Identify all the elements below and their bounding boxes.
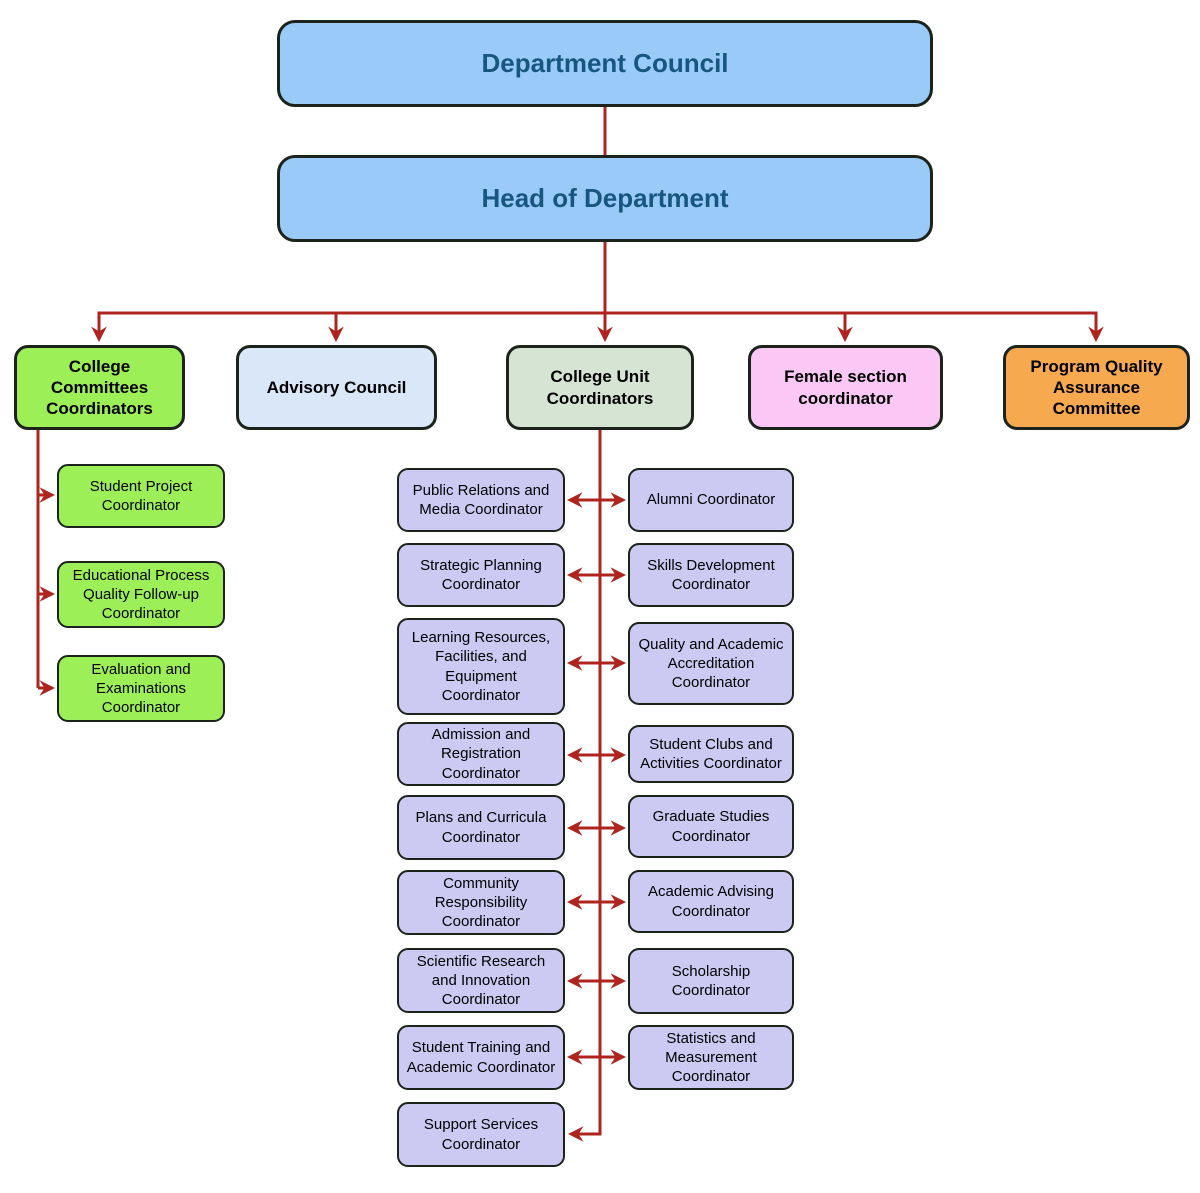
- node-learning-resources-facilities-equipment-coordinator: Learning Resources, Facilities, and Equi…: [397, 618, 565, 715]
- node-college-committees-coordinators: College Committees Coordinators: [14, 345, 185, 430]
- node-admission-and-registration-coordinator: Admission and Registration Coordinator: [397, 722, 565, 786]
- node-community-responsibility-coordinator: Community Responsibility Coordinator: [397, 870, 565, 935]
- node-college-unit-coordinators: College Unit Coordinators: [506, 345, 694, 430]
- node-advisory-council: Advisory Council: [236, 345, 437, 430]
- node-scholarship-coordinator: Scholarship Coordinator: [628, 948, 794, 1014]
- edge-unit-trunk: [567, 430, 602, 1142]
- node-support-services-coordinator: Support Services Coordinator: [397, 1102, 565, 1167]
- node-statistics-and-measurement-coordinator: Statistics and Measurement Coordinator: [628, 1025, 794, 1090]
- node-strategic-planning-coordinator: Strategic Planning Coordinator: [397, 543, 565, 607]
- node-educational-process-quality-follow-up-coordinator: Educational Process Quality Follow-up Co…: [57, 561, 225, 628]
- node-student-training-and-academic-coordinator: Student Training and Academic Coordinato…: [397, 1025, 565, 1090]
- node-quality-and-academic-accreditation-coordinator: Quality and Academic Accreditation Coord…: [628, 622, 794, 705]
- node-plans-and-curricula-coordinator: Plans and Curricula Coordinator: [397, 795, 565, 860]
- node-department-council: Department Council: [277, 20, 933, 107]
- node-alumni-coordinator: Alumni Coordinator: [628, 468, 794, 532]
- node-skills-development-coordinator: Skills Development Coordinator: [628, 543, 794, 607]
- node-head-of-department: Head of Department: [277, 155, 933, 242]
- node-scientific-research-and-innovation-coordinator: Scientific Research and Innovation Coord…: [397, 948, 565, 1013]
- node-program-quality-assurance-committee: Program Quality Assurance Committee: [1003, 345, 1190, 430]
- node-graduate-studies-coordinator: Graduate Studies Coordinator: [628, 795, 794, 858]
- node-evaluation-and-examinations-coordinator: Evaluation and Examinations Coordinator: [57, 655, 225, 722]
- node-academic-advising-coordinator: Academic Advising Coordinator: [628, 870, 794, 933]
- node-student-clubs-and-activities-coordinator: Student Clubs and Activities Coordinator: [628, 725, 794, 783]
- node-student-project-coordinator: Student Project Coordinator: [57, 464, 225, 528]
- node-public-relations-and-media-coordinator: Public Relations and Media Coordinator: [397, 468, 565, 532]
- node-female-section-coordinator: Female section coordinator: [748, 345, 943, 430]
